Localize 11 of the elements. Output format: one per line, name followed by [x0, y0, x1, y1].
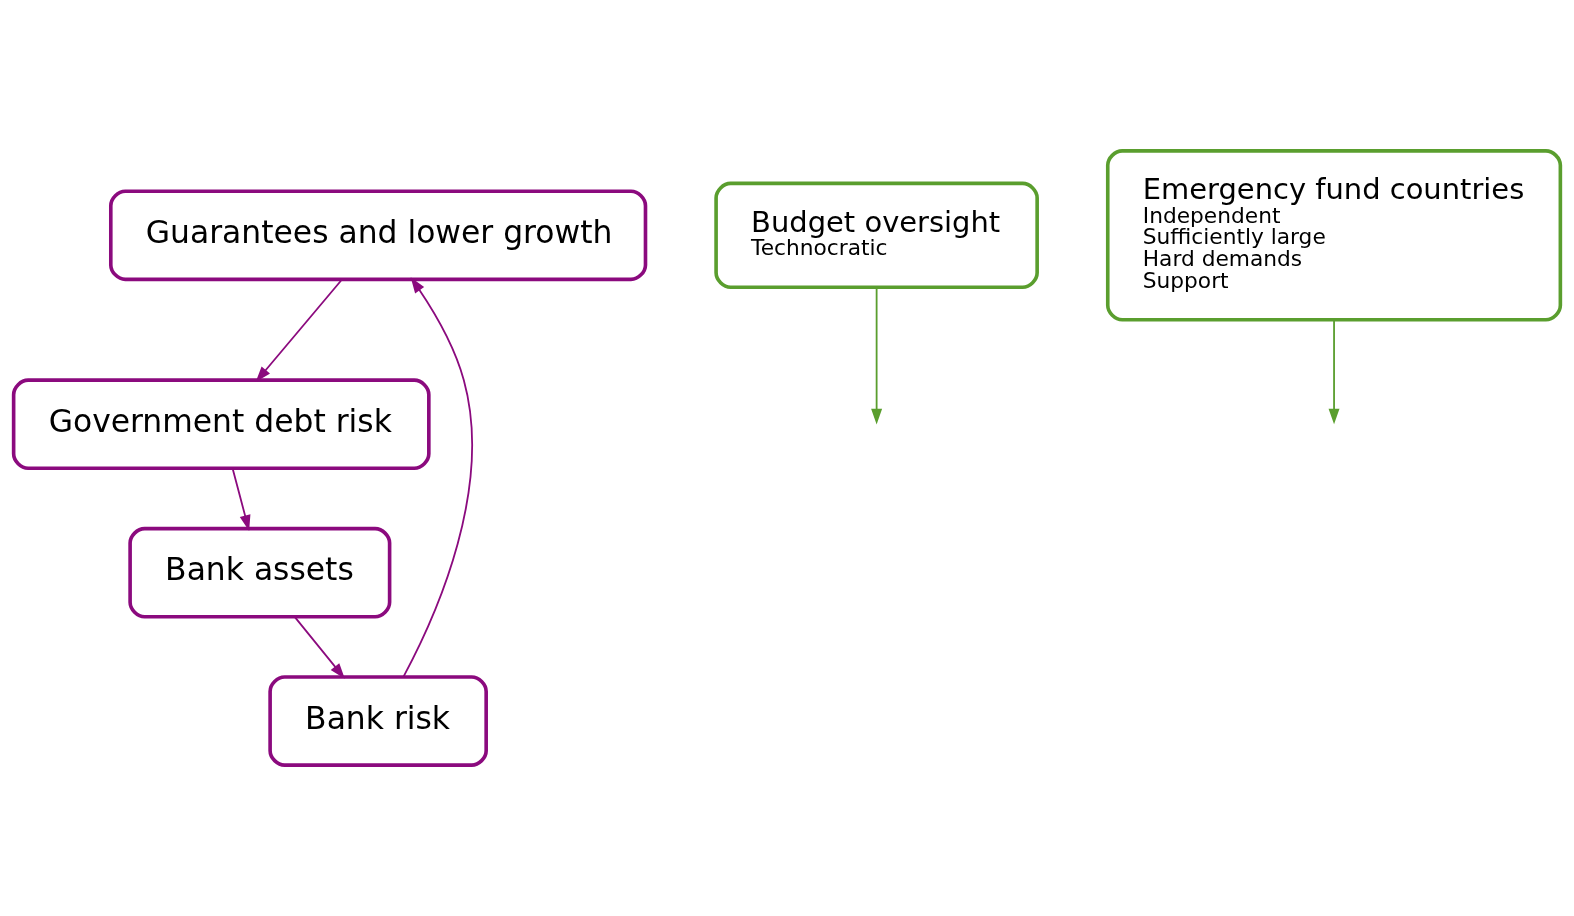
arrow	[231, 467, 251, 531]
node-box: Budget oversight Technocratic	[714, 181, 1039, 289]
node-box: Bank assets	[128, 526, 392, 619]
node-box: Guarantees and lower growth	[109, 189, 648, 282]
arrow	[871, 286, 883, 425]
node-box: Government debt risk	[11, 378, 431, 471]
arrow	[293, 616, 345, 679]
arrow	[402, 277, 473, 678]
node-box: Emergency fund countries Independent Sufficiently large Hard demands Support	[1105, 149, 1563, 322]
arrow	[1328, 319, 1340, 425]
node-box: Bank risk	[268, 675, 488, 767]
